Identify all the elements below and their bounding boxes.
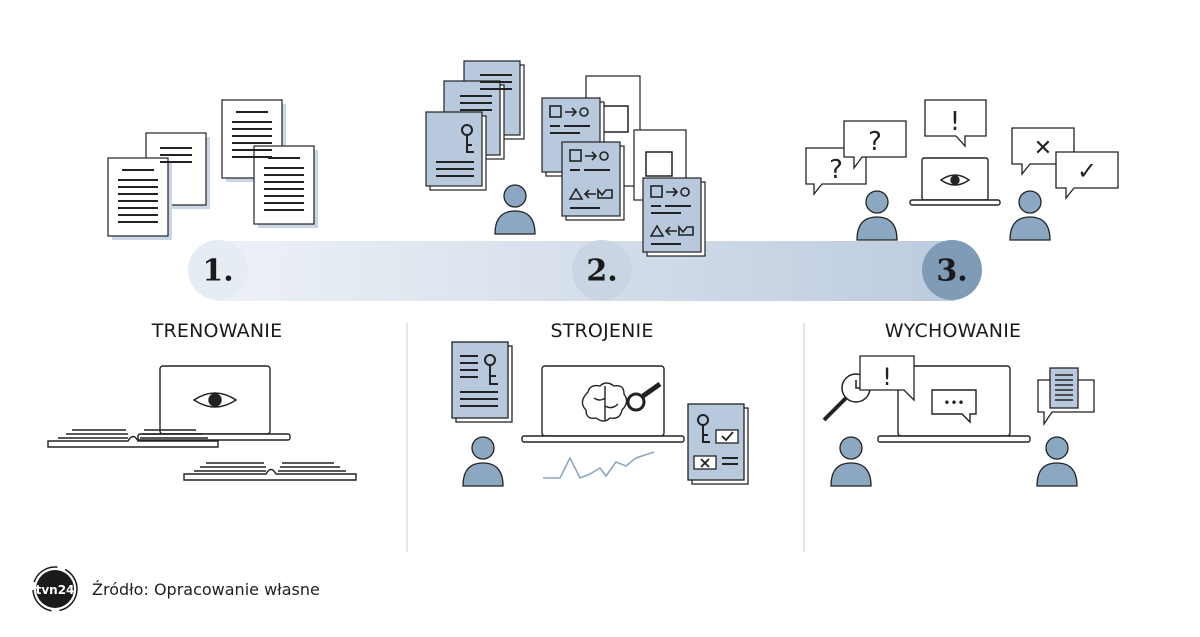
document-bubble-icon xyxy=(1037,367,1095,427)
logo-text: tvn24 xyxy=(36,583,75,597)
user-icon xyxy=(830,436,872,487)
user-icon xyxy=(494,184,536,235)
user-icon xyxy=(856,190,898,241)
tuning-documents-icon xyxy=(425,60,706,257)
exclamation-icon: ! xyxy=(950,107,960,137)
laptop-chat-icon xyxy=(877,365,1031,443)
cross-icon: ✕ xyxy=(1034,136,1052,161)
conversation-bubbles-icon xyxy=(805,99,1119,200)
step-3-number: 3. xyxy=(936,253,968,289)
progress-chart-icon xyxy=(543,451,655,480)
key-document-icon xyxy=(451,341,513,423)
step-3-label: WYCHOWANIE xyxy=(884,320,1022,342)
open-book-icon xyxy=(183,462,357,481)
step-1-number: 1. xyxy=(202,253,234,289)
open-book-icon xyxy=(47,429,219,448)
ellipsis-icon: ••• xyxy=(943,396,964,410)
step-1-circle xyxy=(188,240,248,300)
question-icon: ? xyxy=(868,127,882,157)
step-1-label: TRENOWANIE xyxy=(151,320,283,342)
step-2-number: 2. xyxy=(586,253,618,289)
step-2-circle xyxy=(572,240,632,300)
laptop-reading-icon xyxy=(137,365,291,441)
exclamation-icon: ! xyxy=(882,363,892,391)
step-3-circle xyxy=(922,240,982,300)
laptop-eye-icon xyxy=(909,157,1001,206)
alert-bubble-icon xyxy=(859,355,915,402)
user-icon xyxy=(462,436,504,487)
step-2-label: STROJENIE xyxy=(550,320,654,342)
question-icon: ? xyxy=(829,155,843,185)
document-stack-icon xyxy=(107,99,318,240)
source-note: Źródło: Opracowanie własne xyxy=(92,580,320,599)
user-icon xyxy=(1036,436,1078,487)
check-icon: ✓ xyxy=(1077,157,1097,185)
user-icon xyxy=(1009,190,1051,241)
laptop-brain-icon xyxy=(521,365,685,443)
feedback-document-icon xyxy=(687,403,749,485)
tvn24-logo-icon: tvn24 xyxy=(32,566,78,612)
